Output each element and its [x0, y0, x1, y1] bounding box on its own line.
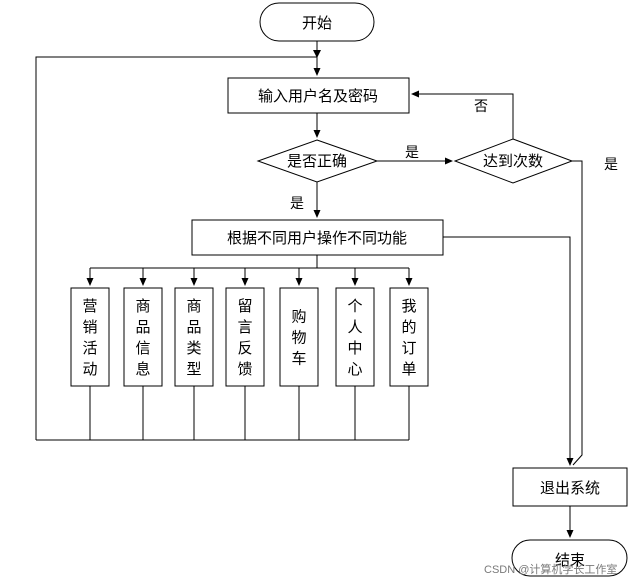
module-box — [70, 287, 110, 387]
arrow-attempts-to-exit — [572, 160, 583, 466]
module-label-char: 反 — [237, 339, 252, 357]
yes-label-check-to-dispatch: 是 — [290, 196, 304, 212]
exit-system-label: 退出系统 — [540, 479, 600, 497]
module-label-char: 心 — [347, 360, 362, 378]
module-label-char: 人 — [347, 318, 362, 336]
input-credentials-label: 输入用户名及密码 — [258, 87, 378, 105]
return-loop-line — [35, 56, 317, 440]
no-label-attempts-to-input: 否 — [474, 99, 488, 115]
module-label-char: 的 — [401, 318, 416, 336]
module-label-char: 我 — [401, 297, 416, 315]
module-box — [123, 287, 163, 387]
module-box — [335, 287, 375, 387]
module-label-char: 言 — [237, 318, 252, 336]
module-label-char: 活 — [82, 339, 97, 357]
module-label-char: 个 — [347, 297, 362, 315]
yes-label-check-to-attempts: 是 — [405, 145, 419, 161]
module-label-char: 馈 — [237, 360, 252, 378]
module-label-char: 中 — [347, 339, 362, 357]
check-correct-label: 是否正确 — [287, 152, 347, 170]
module-label-char: 订 — [401, 339, 416, 357]
module-label-char: 物 — [291, 329, 306, 347]
dispatch-box — [191, 219, 444, 256]
module-label-char: 类 — [186, 339, 201, 357]
attempts-reached-diamond — [453, 138, 574, 184]
start-label: 开始 — [302, 14, 332, 32]
module-label-char: 单 — [401, 360, 416, 378]
module-box — [174, 287, 214, 387]
module-label-char: 商 — [135, 297, 150, 315]
module-label-char: 型 — [186, 360, 201, 378]
attempts-reached-label: 达到次数 — [483, 152, 543, 170]
exit-system-box — [512, 467, 628, 507]
input-credentials-box — [227, 77, 410, 114]
module-label-char: 营 — [82, 297, 97, 315]
module-label-char: 动 — [82, 360, 97, 378]
module-label-char: 留 — [237, 297, 252, 315]
module-label-char: 车 — [291, 350, 306, 368]
dispatch-label: 根据不同用户操作不同功能 — [227, 229, 407, 247]
watermark: CSDN @计算机学长工作室 — [484, 562, 617, 576]
module-label-char: 商 — [186, 297, 201, 315]
arrow-dispatch-to-exit — [443, 236, 574, 466]
yes-label-attempts-to-exit: 是 — [604, 157, 618, 173]
end-terminal — [511, 539, 628, 577]
module-label-char: 购 — [291, 308, 306, 326]
end-label: 结束 — [555, 551, 585, 569]
module-label-char: 销 — [82, 318, 97, 336]
module-label-char: 品 — [186, 318, 201, 336]
module-label-char: 品 — [135, 318, 150, 336]
module-label-char: 信 — [135, 339, 150, 357]
arrow-attempts-to-input — [411, 90, 514, 139]
return-loop-arrowhead — [313, 50, 321, 58]
module-label-char: 息 — [135, 360, 150, 378]
